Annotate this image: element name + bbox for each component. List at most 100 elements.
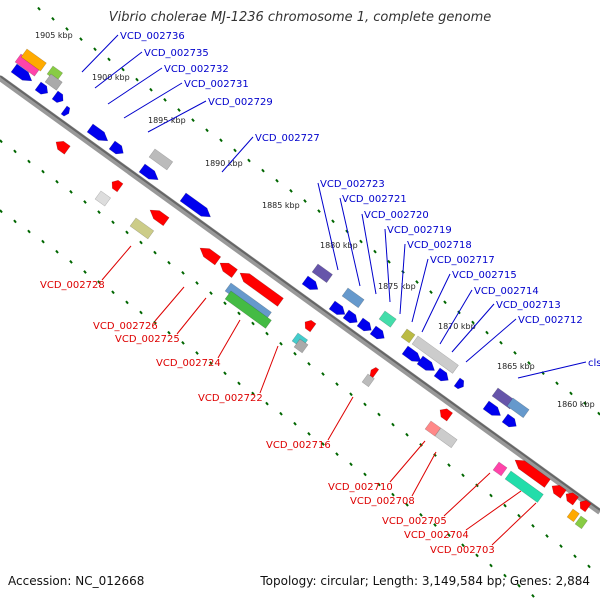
tick (265, 401, 269, 406)
gene-label-text: VCD_002723 (320, 179, 385, 190)
tick (559, 544, 563, 549)
gene-label: VCD_002716 (266, 396, 354, 451)
gene-label-text: VCD_002714 (474, 286, 539, 297)
gene-shape (401, 345, 422, 362)
gene-arrow (34, 81, 49, 95)
tick (265, 331, 269, 336)
gene-label: cls (517, 358, 600, 379)
leader-line (421, 273, 451, 333)
tick (275, 178, 279, 183)
tick (83, 200, 87, 204)
scale-label: 1860 kbp (557, 400, 595, 409)
tick (37, 6, 41, 11)
gene-shape (60, 105, 71, 117)
tick (513, 350, 517, 355)
tick (237, 311, 241, 316)
tick (359, 239, 363, 244)
tick (583, 401, 587, 406)
gene-label-text: VCD_002732 (164, 64, 229, 75)
gene-shape (433, 367, 449, 382)
tick (139, 240, 143, 245)
leader-line (123, 82, 183, 119)
gene-arrow (574, 515, 588, 530)
gene-shape (501, 413, 517, 428)
leader-line (451, 303, 495, 353)
gene-shape (293, 338, 309, 354)
gene-arrow (504, 470, 544, 503)
gene-arrow (416, 355, 435, 371)
tick (111, 290, 115, 295)
tick (55, 249, 59, 254)
gene-label: VCD_002728 (40, 245, 132, 291)
gene-arrow (129, 217, 155, 240)
gene-label: VCD_002704 (404, 490, 522, 541)
gene-label-text: VCD_002713 (496, 300, 561, 311)
tick (419, 443, 423, 447)
gene-shape (179, 192, 211, 218)
gene-arrow (501, 413, 517, 428)
gene-shape (148, 148, 174, 171)
tick (125, 230, 129, 235)
leader-line (399, 243, 406, 315)
tick (27, 159, 31, 164)
tick (237, 381, 241, 386)
genome-stats: Topology: circular; Length: 3,149,584 bp… (260, 574, 590, 588)
gene-shape (341, 287, 365, 309)
tick (93, 47, 97, 52)
gene-arrow (219, 262, 238, 278)
tick (139, 310, 143, 315)
leader-line (317, 182, 339, 271)
gene-label-text: VCD_002722 (198, 393, 263, 404)
gene-label: VCD_002718 (399, 240, 472, 315)
scale-label: 1880 kbp (320, 241, 358, 250)
gene-label-text: VCD_002724 (156, 358, 221, 369)
gene-arrow (579, 500, 592, 513)
tick (69, 259, 73, 264)
tick (181, 340, 185, 345)
tick (335, 382, 339, 387)
gene-label: VCD_002725 (115, 297, 207, 345)
gene-shape (579, 500, 592, 513)
tick (261, 168, 265, 173)
scale-label: 1900 kbp (92, 73, 130, 82)
gene-shape (434, 427, 458, 449)
gene-shape (224, 290, 272, 329)
leader-line (81, 34, 119, 73)
tick (503, 503, 507, 508)
tick (135, 77, 139, 82)
tick (461, 543, 465, 548)
tick (167, 330, 171, 335)
tick (349, 462, 353, 467)
gene-arrow (506, 397, 530, 419)
tick (41, 169, 45, 174)
gene-shape (149, 209, 170, 227)
tick (461, 473, 465, 478)
tick (317, 209, 321, 214)
gene-label-text: VCD_002731 (184, 79, 249, 90)
gene-arrow (453, 377, 465, 390)
tick (443, 300, 447, 305)
tick (13, 219, 17, 224)
tick (429, 290, 433, 295)
gene-label: VCD_002715 (421, 270, 517, 333)
tick (415, 280, 419, 284)
gene-arrow (356, 317, 372, 332)
tick (107, 57, 111, 62)
gene-shape (551, 484, 567, 499)
tick (223, 301, 227, 306)
leader-line (384, 228, 391, 303)
gene-arrow (51, 90, 64, 103)
gene-shape (369, 325, 385, 340)
gene-label: VCD_002703 (430, 502, 537, 556)
gene-arrow (10, 63, 33, 82)
gene-shape (55, 140, 71, 155)
gene-label: VCD_002708 (350, 451, 437, 507)
gene-shape (439, 408, 454, 422)
gene-label-text: VCD_002735 (144, 48, 209, 59)
tick (195, 351, 199, 355)
leader-line (411, 451, 437, 497)
tick (13, 149, 17, 154)
gene-shape (506, 397, 530, 419)
gene-arrow (55, 140, 71, 155)
